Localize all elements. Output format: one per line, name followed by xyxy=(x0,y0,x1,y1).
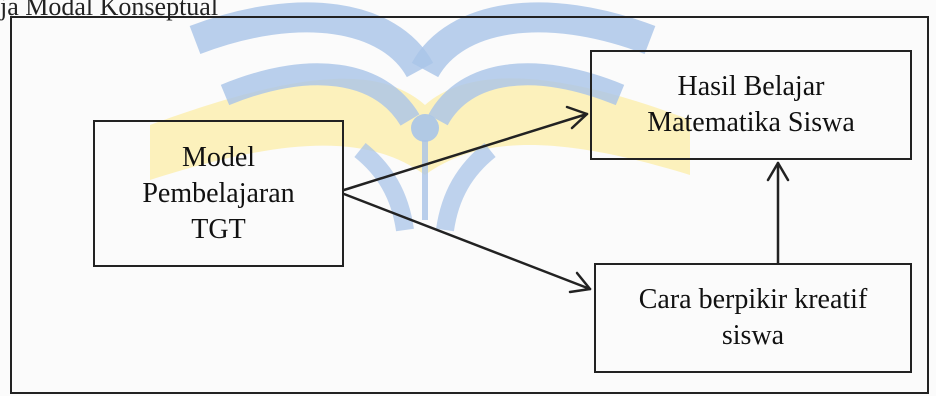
node-model-label: Model Pembelajaran TGT xyxy=(142,141,295,245)
watermark-blue-arc-left-outer xyxy=(189,2,434,78)
watermark-blue-dot xyxy=(411,114,439,142)
watermark-blue-arc-left-inner xyxy=(220,63,420,127)
node-hasil-belajar: Hasil Belajar Matematika Siswa xyxy=(590,50,912,160)
watermark-blue-arc-right-outer xyxy=(411,2,656,78)
header-fragment-text: ja Modal Konseptual xyxy=(0,0,219,21)
arrow-model-to-hasil xyxy=(342,105,589,192)
node-cara-berpikir: Cara berpikir kreatif siswa xyxy=(594,263,912,373)
watermark-blue-arc-right-inner xyxy=(428,63,625,126)
node-hasil-label: Hasil Belajar Matematika Siswa xyxy=(647,71,855,138)
diagram-frame xyxy=(10,16,929,394)
arrow-cara-to-hasil xyxy=(766,161,790,265)
watermark-blue-lower-right xyxy=(436,142,496,232)
watermark-blue-lower-left xyxy=(354,142,414,232)
node-cara-label: Cara berpikir kreatif siswa xyxy=(638,284,868,351)
node-model-pembelajaran: Model Pembelajaran TGT xyxy=(93,120,344,267)
arrow-model-to-cara xyxy=(342,192,592,294)
